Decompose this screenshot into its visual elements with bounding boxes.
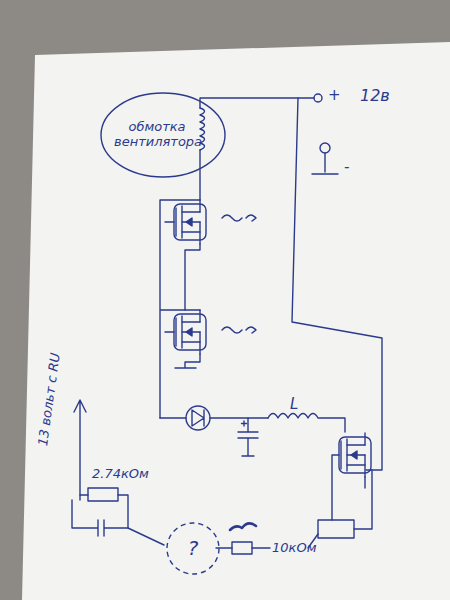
unknown-part-circle: ? (166, 522, 220, 575)
ground-symbol (175, 354, 200, 368)
paper-sheet (22, 42, 450, 600)
plus-terminal (314, 94, 322, 102)
source-wire (185, 244, 200, 310)
resistor-symbol (232, 542, 252, 554)
minus-terminal-lead (312, 153, 338, 174)
gate-wire (165, 221, 174, 222)
diode-symbol (186, 406, 210, 430)
capacitor-symbol (72, 500, 164, 545)
wire (210, 417, 268, 418)
pwm-signal-mark (222, 215, 256, 221)
input-arrow (74, 400, 86, 500)
driver-box (318, 520, 354, 538)
supply-wire (200, 98, 314, 108)
outline-shape (101, 93, 225, 177)
wire (216, 547, 232, 548)
coil-symbol (200, 108, 205, 150)
node-text: обмотка вентилятора (114, 120, 200, 150)
pwm-signal-mark (222, 327, 256, 333)
wire (252, 547, 270, 548)
diode-symbol (192, 410, 204, 426)
label-text: 12в (360, 88, 390, 104)
label-text: 13 вольт с RU (36, 352, 62, 447)
gate-wire (165, 331, 174, 332)
minus-terminal (320, 143, 330, 153)
fan-winding-circle: обмотка вентилятора (100, 92, 226, 178)
drain-wire (199, 150, 200, 200)
label-text: + (328, 88, 341, 103)
label-text: 10кОм (272, 541, 316, 554)
node-text: ? (178, 537, 208, 560)
gate-wire (332, 455, 339, 520)
polarity-mark (242, 421, 247, 426)
scribble (230, 523, 256, 530)
wire (364, 477, 365, 488)
inductor-symbol (268, 414, 345, 433)
label-text: 2.74кОм (92, 467, 149, 480)
wire (160, 417, 186, 418)
label-text: - (344, 160, 349, 175)
capacitor-symbol (238, 418, 258, 456)
outline-shape (167, 523, 219, 574)
driver-wire (354, 470, 372, 529)
resistor-symbol (88, 488, 118, 501)
label-text: L (290, 397, 298, 412)
